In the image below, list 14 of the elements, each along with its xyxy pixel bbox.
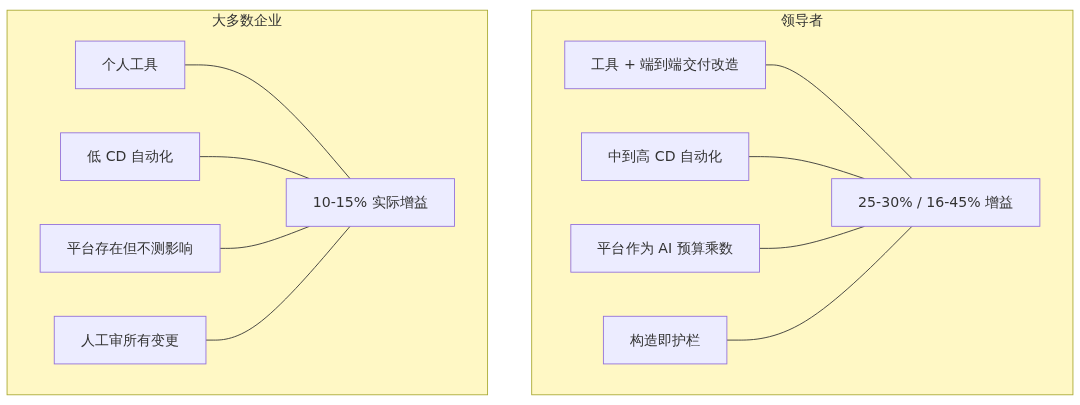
node-box: 平台存在但不测影响 [39, 224, 221, 273]
node-box: 工具 + 端到端交付改造 [564, 40, 766, 90]
node-box: 平台作为 AI 预算乘数 [570, 224, 760, 273]
node-box: 个人工具 [75, 40, 186, 90]
connector [205, 225, 351, 341]
node-box: 人工审所有变更 [53, 315, 207, 365]
node-box: 25-30% / 16-45% 增益 [831, 178, 1041, 227]
node-box: 构造即护栏 [602, 315, 728, 365]
node-box: 10-15% 实际增益 [285, 178, 455, 227]
node-box: 中到高 CD 自动化 [581, 132, 750, 181]
connector [765, 64, 913, 180]
connector [726, 225, 913, 341]
node-box: 低 CD 自动化 [60, 132, 201, 181]
connector [184, 64, 351, 180]
